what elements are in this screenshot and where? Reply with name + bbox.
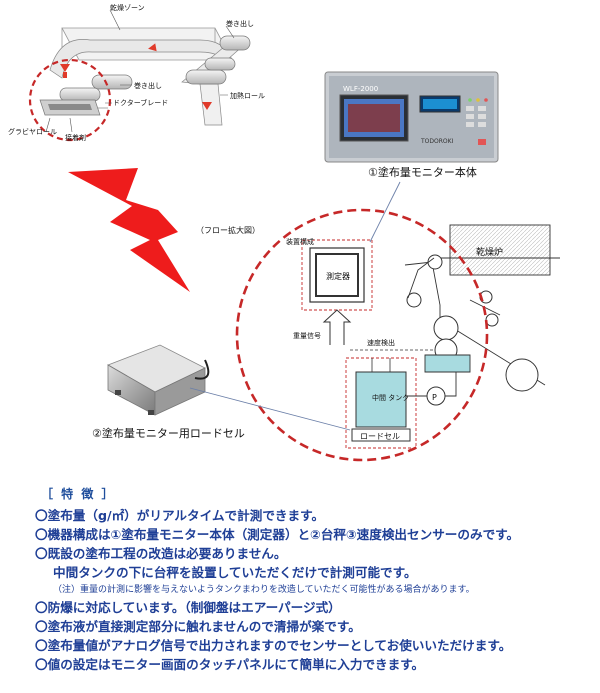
- connector-loadcell: [189, 387, 351, 431]
- feature-sub: 中間タンクの下に台秤を設置していただくだけで計測可能です。: [53, 565, 417, 580]
- gravure-roll-label: グラビヤロール: [8, 127, 57, 136]
- monitor-device: WLF-2000 TODOROKI ①塗布量モニター本体: [324, 71, 499, 179]
- measuring-unit-label: 測定器: [326, 271, 350, 281]
- feature-note: （注）重量の計測に影響を与えないようタンクまわりを改造していただく可能性がある場…: [53, 585, 475, 595]
- features-title: ［ 特 徴 ］: [41, 487, 116, 501]
- lightning-bolt: [68, 168, 190, 292]
- coating-system-diagram: 乾燥ゾーン 巻き出し 巻き出し ドクターブレード 加熱ロール グラビヤロール 接…: [8, 3, 560, 462]
- monitor-brand-label: TODOROKI: [420, 138, 454, 145]
- doctor-blade-label: ドクターブレード: [113, 98, 168, 107]
- feature-item: 〇塗布量値がアナログ信号で出力されますのでセンサーとしてお使いいただけます。: [35, 638, 512, 653]
- unwind-right-label: 巻き出し: [226, 19, 254, 28]
- loadcell-label: ロードセル: [360, 432, 400, 441]
- flow-title: （フロー拡大図）: [196, 225, 260, 235]
- feature-item: 〇既設の塗布工程の改造は必要ありません。: [35, 546, 287, 561]
- dryer-label: 乾燥炉: [476, 246, 503, 258]
- loadcell-photo: ②塗布量モニター用ロードセル: [92, 344, 245, 440]
- feature-item: 〇機器構成は①塗布量モニター本体（測定器）と②台秤③速度検出センサーのみです。: [35, 527, 520, 542]
- tank-label: 中間 タンク: [372, 393, 409, 402]
- flow-diagram: （フロー拡大図） 乾燥炉 装置構成 測定器 重量信号 速度検出 中間 タンク ロ…: [196, 208, 560, 462]
- weight-signal-label: 重量信号: [293, 331, 321, 340]
- loadcell-caption: ②塗布量モニター用ロードセル: [92, 426, 245, 440]
- drying-zone-label: 乾燥ゾーン: [110, 3, 145, 12]
- monitor-caption: ①塗布量モニター本体: [368, 165, 477, 179]
- monitor-model-label: WLF-2000: [343, 85, 378, 93]
- pump-label: P: [432, 393, 437, 402]
- unwind-left-label: 巻き出し: [134, 81, 162, 90]
- feature-item: 〇防爆に対応しています。（制御盤はエアーパージ式）: [35, 600, 341, 615]
- features-section: ［ 特 徴 ］ 〇塗布量（g/㎡）がリアルタイムで計測できます。 〇機器構成は①…: [35, 485, 595, 674]
- connector-monitor: [369, 181, 401, 243]
- device-config-label: 装置構成: [286, 237, 314, 246]
- coating-line-illustration: 乾燥ゾーン 巻き出し 巻き出し ドクターブレード 加熱ロール グラビヤロール 接…: [8, 3, 265, 142]
- feature-item: 〇塗布液が直接測定部分に触れませんので清掃が楽です。: [35, 619, 361, 634]
- adhesive-label: 接着剤: [65, 133, 86, 142]
- heating-roll-label: 加熱ロール: [230, 91, 265, 100]
- feature-item: 〇塗布量（g/㎡）がリアルタイムで計測できます。: [35, 508, 325, 523]
- speed-detect-label: 速度検出: [367, 338, 395, 347]
- feature-item: 〇値の設定はモニター画面のタッチパネルにて簡単に入力できます。: [35, 657, 425, 672]
